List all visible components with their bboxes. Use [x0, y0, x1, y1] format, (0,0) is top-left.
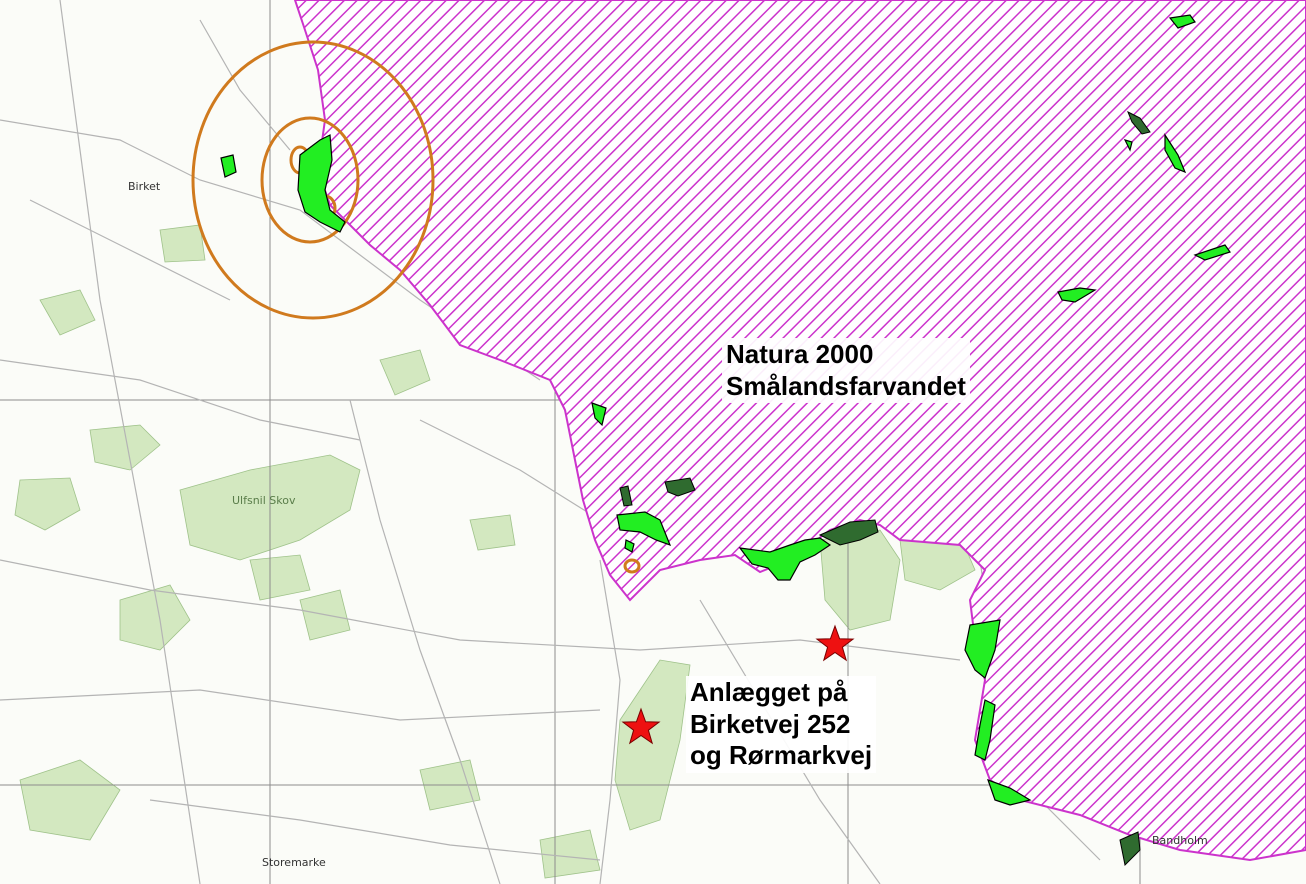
place-name-storemarke: Storemarke: [262, 856, 326, 869]
site-label: Anlægget på Birketvej 252 og Rørmarkvej: [686, 676, 877, 774]
natura-2000-label: Natura 2000 Smålandsfarvandet: [722, 338, 970, 404]
natura-label-line2: Smålandsfarvandet: [726, 370, 966, 401]
site-markers[interactable]: [621, 624, 855, 745]
place-name-ulfsnil-skov: Ulfsnil Skov: [232, 494, 296, 507]
star-icon[interactable]: [621, 707, 661, 745]
natura-label-line1: Natura 2000: [726, 339, 874, 369]
place-name-birket: Birket: [128, 180, 161, 193]
site-label-line2: Birketvej 252: [690, 708, 851, 739]
star-icon[interactable]: [815, 624, 855, 662]
habitat-areas[interactable]: [220, 14, 1231, 806]
site-label-line1: Anlægget på: [690, 677, 848, 707]
site-label-line3: og Rørmarkvej: [690, 740, 873, 771]
natura-2000-area[interactable]: [293, 0, 1306, 862]
place-name-bandholm: Bandholm: [1152, 834, 1208, 847]
dark-habitat-areas: [619, 110, 1151, 867]
